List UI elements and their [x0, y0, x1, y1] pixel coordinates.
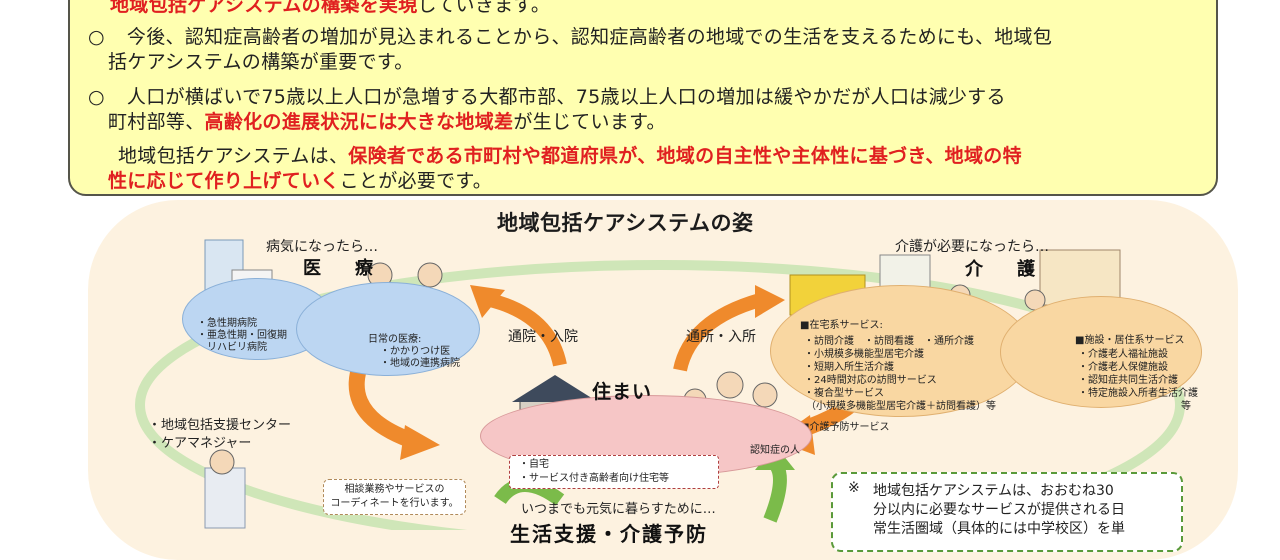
facility-services-2: ・介護老人保健施設 — [1078, 362, 1168, 373]
support-item-1: ・ケアマネジャー — [148, 436, 252, 451]
home-services-0: ■在宅系サービス: — [800, 320, 883, 331]
care-caption: 介護が必要になったら… — [895, 239, 1049, 255]
living-heading: 生活支援・介護予防 — [510, 522, 708, 546]
summary-line-0: 地域包括ケアシステムの構築を実現していきます。 — [110, 0, 551, 16]
home-services-1: ・訪問介護 ・訪問看護 ・通所介護 — [804, 336, 974, 347]
medical-heading: 医 療 — [303, 258, 381, 279]
living-caption: いつまでも元気に暮らすために… — [521, 502, 716, 517]
note-line-2: 常生活圏域（具体的には中学校区）を単 — [873, 521, 1125, 537]
daily-medical-ellipse — [296, 282, 480, 376]
support-callout: 相談業務やサービスの コーディネートを行います。 — [323, 479, 466, 515]
facility-services-0: ■施設・居住系サービス — [1075, 335, 1185, 346]
dementia-person-icon — [752, 382, 778, 408]
summary-box — [68, 0, 1218, 196]
home-services-8: ■介護予防サービス — [800, 422, 890, 433]
summary-line-5: 地域包括ケアシステムは、保険者である市町村や都道府県が、地域の自主性や主体性に基… — [118, 145, 1022, 167]
hospital-list-1: ・亜急性期・回復期 — [197, 330, 287, 341]
arrow-home-to-medical — [488, 293, 567, 367]
home-care-ellipse — [770, 285, 1032, 417]
nurse-icon — [417, 262, 443, 288]
summary-line-6: 性に応じて作り上げていくことが必要です。 — [108, 170, 493, 192]
home-services-6: （小規模多機能型居宅介護＋訪問看護）等 — [806, 401, 996, 412]
home-heading: 住まい — [592, 381, 653, 403]
facility-services-1: ・介護老人福祉施設 — [1078, 349, 1168, 360]
hospital-visit-label: 通院・入院 — [508, 329, 578, 345]
note-mark: ※ — [848, 480, 860, 496]
facility-services-5: 等 — [1181, 401, 1191, 412]
medical-caption: 病気になったら… — [266, 239, 378, 255]
summary-line-2: 括ケアシステムの構築が重要です。 — [108, 51, 414, 73]
home-services-2: ・小規模多機能型居宅介護 — [804, 349, 924, 360]
arrow-head-home-medical — [470, 285, 505, 318]
note-line-0: 地域包括ケアシステムは、おおむね30 — [873, 483, 1114, 499]
care-heading: 介 護 — [965, 259, 1043, 280]
grandfather-icon — [716, 371, 744, 399]
hospital-list-2: リハビリ病院 — [197, 342, 267, 353]
home-item-0: ・自宅 — [519, 459, 549, 470]
summary-line-1: ○今後、認知症高齢者の増加が見込まれることから、認知症高齢者の地域での生活を支え… — [88, 26, 1053, 48]
arrow-home-to-care — [673, 293, 762, 372]
daily-list-1: ・かかりつけ医 — [380, 346, 451, 357]
care-manager-icon — [209, 449, 235, 475]
daily-list-2: ・地域の連携病院 — [380, 358, 460, 369]
home-services-5: ・複合型サービス — [804, 388, 884, 399]
support-center-building-icon — [204, 467, 246, 529]
support-item-0: ・地域包括支援センター — [148, 418, 292, 433]
facility-care-ellipse — [1000, 296, 1202, 408]
diagram-title: 地域包括ケアシステムの姿 — [497, 211, 754, 235]
home-item-1: ・サービス付き高齢者向け住宅等 — [519, 473, 669, 484]
outer-cycle-ring — [135, 260, 1185, 530]
hospital-list-0: ・急性期病院 — [197, 318, 257, 329]
summary-line-3: ○人口が横ばいで75歳以上人口が急増する大都市部、75歳以上人口の増加は緩やかだ… — [88, 86, 1006, 108]
house-roof-icon — [512, 375, 598, 402]
nursing-home-icon — [1039, 249, 1121, 306]
bullet-mark: ○ — [88, 26, 105, 48]
home-services-4: ・24時間対応の訪問サービス — [804, 375, 937, 386]
arrow-head-medical-home — [400, 425, 440, 460]
home-items-box — [509, 455, 719, 489]
daycare-label: 通所・入所 — [686, 329, 756, 345]
home-services-3: ・短期入所生活介護 — [804, 362, 894, 373]
facility-services-4: ・特定施設入所者生活介護 — [1078, 388, 1198, 399]
facility-services-3: ・認知症共同生活介護 — [1078, 375, 1178, 386]
daily-list-0: 日常の医療: — [368, 334, 422, 345]
dementia-label: 認知症の人 — [750, 445, 800, 456]
summary-line-4: 町村部等、高齢化の進展状況には大きな地域差が生じています。 — [108, 111, 666, 133]
note-line-1: 分以内に必要なサービスが提供される日 — [873, 502, 1125, 518]
bullet-mark: ○ — [88, 86, 105, 108]
arrow-head-home-care — [755, 285, 785, 318]
